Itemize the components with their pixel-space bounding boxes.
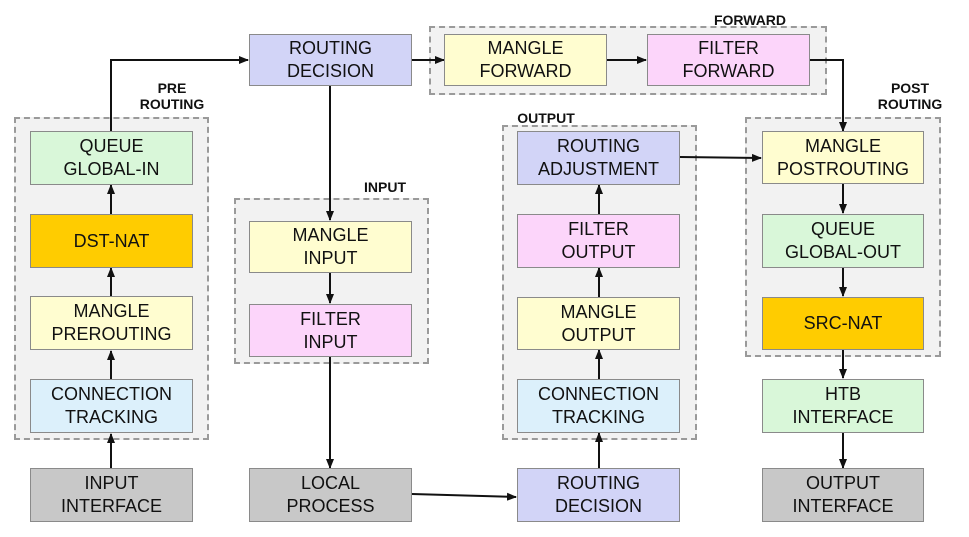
routing-decision-bottom-node: ROUTING DECISION (517, 468, 680, 522)
filter-output-node: FILTER OUTPUT (517, 214, 680, 268)
routing-adjustment-node: ROUTING ADJUSTMENT (517, 131, 680, 185)
arrow-filter-forward-to-mangle-postrouting (810, 59, 847, 132)
postrouting-group-label: POST ROUTING (877, 80, 943, 112)
mangle-output-node: MANGLE OUTPUT (517, 297, 680, 350)
arrow-local-process-to-routing-decision (411, 492, 517, 501)
mangle-input-node: MANGLE INPUT (249, 221, 412, 273)
mangle-postrouting-node: MANGLE POSTROUTING (762, 131, 924, 184)
arrow-queue-global-in-to-routing-decision (110, 56, 249, 131)
local-process-node: LOCAL PROCESS (249, 468, 412, 522)
src-nat-node: SRC-NAT (762, 297, 924, 350)
dst-nat-node: DST-NAT (30, 214, 193, 268)
output-interface-node: OUTPUT INTERFACE (762, 468, 924, 522)
filter-forward-node: FILTER FORWARD (647, 34, 810, 86)
arrow-routing-adjustment-to-mangle-postrouting (679, 153, 762, 162)
mangle-prerouting-node: MANGLE PREROUTING (30, 296, 193, 350)
filter-input-node: FILTER INPUT (249, 304, 412, 357)
queue-global-in-node: QUEUE GLOBAL-IN (30, 131, 193, 185)
input-group-label: INPUT (364, 179, 406, 195)
connection-tracking-in-node: CONNECTION TRACKING (30, 379, 193, 433)
input-interface-node: INPUT INTERFACE (30, 468, 193, 522)
mangle-forward-node: MANGLE FORWARD (444, 34, 607, 86)
routing-decision-top-node: ROUTING DECISION (249, 34, 412, 86)
forward-group-label: FORWARD (713, 12, 787, 28)
prerouting-group-label: PRE ROUTING (139, 80, 205, 112)
queue-global-out-node: QUEUE GLOBAL-OUT (762, 214, 924, 268)
output-group-label: OUTPUT (517, 110, 575, 126)
connection-tracking-out-node: CONNECTION TRACKING (517, 379, 680, 433)
htb-interface-node: HTB INTERFACE (762, 379, 924, 433)
